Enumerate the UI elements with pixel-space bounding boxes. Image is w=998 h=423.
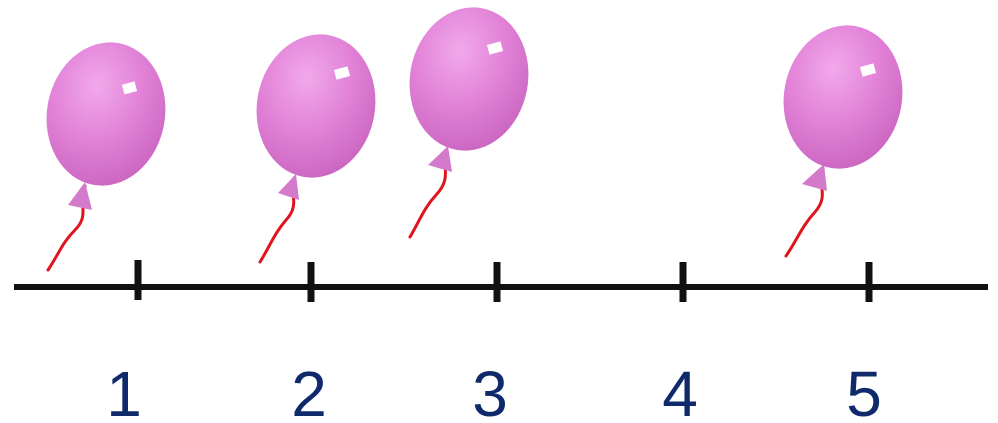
balloon-knot [278,174,299,200]
balloon-1 [46,42,166,272]
balloon-highlight [859,63,877,77]
tick-label-2: 2 [291,358,327,423]
tick-label-3: 3 [472,358,508,423]
tick-label-1: 1 [106,358,142,423]
balloon-body [783,25,903,169]
balloon-3 [408,7,529,239]
tick-labels: 1 2 3 4 5 [106,358,882,423]
tick-marks [134,260,873,302]
balloon-knot [428,146,452,172]
balloon-5 [783,25,903,258]
tick-label-4: 4 [662,358,698,423]
balloon-body [409,7,529,151]
balloon-knot [68,182,92,210]
balloon-highlight [333,66,351,80]
balloon-2 [256,34,376,264]
tick-label-5: 5 [846,358,882,423]
balloon-highlight [486,41,504,55]
balloon-knot [802,164,827,191]
balloon-highlight [121,81,138,95]
balloon-body [256,34,376,178]
balloon-body [46,42,166,186]
